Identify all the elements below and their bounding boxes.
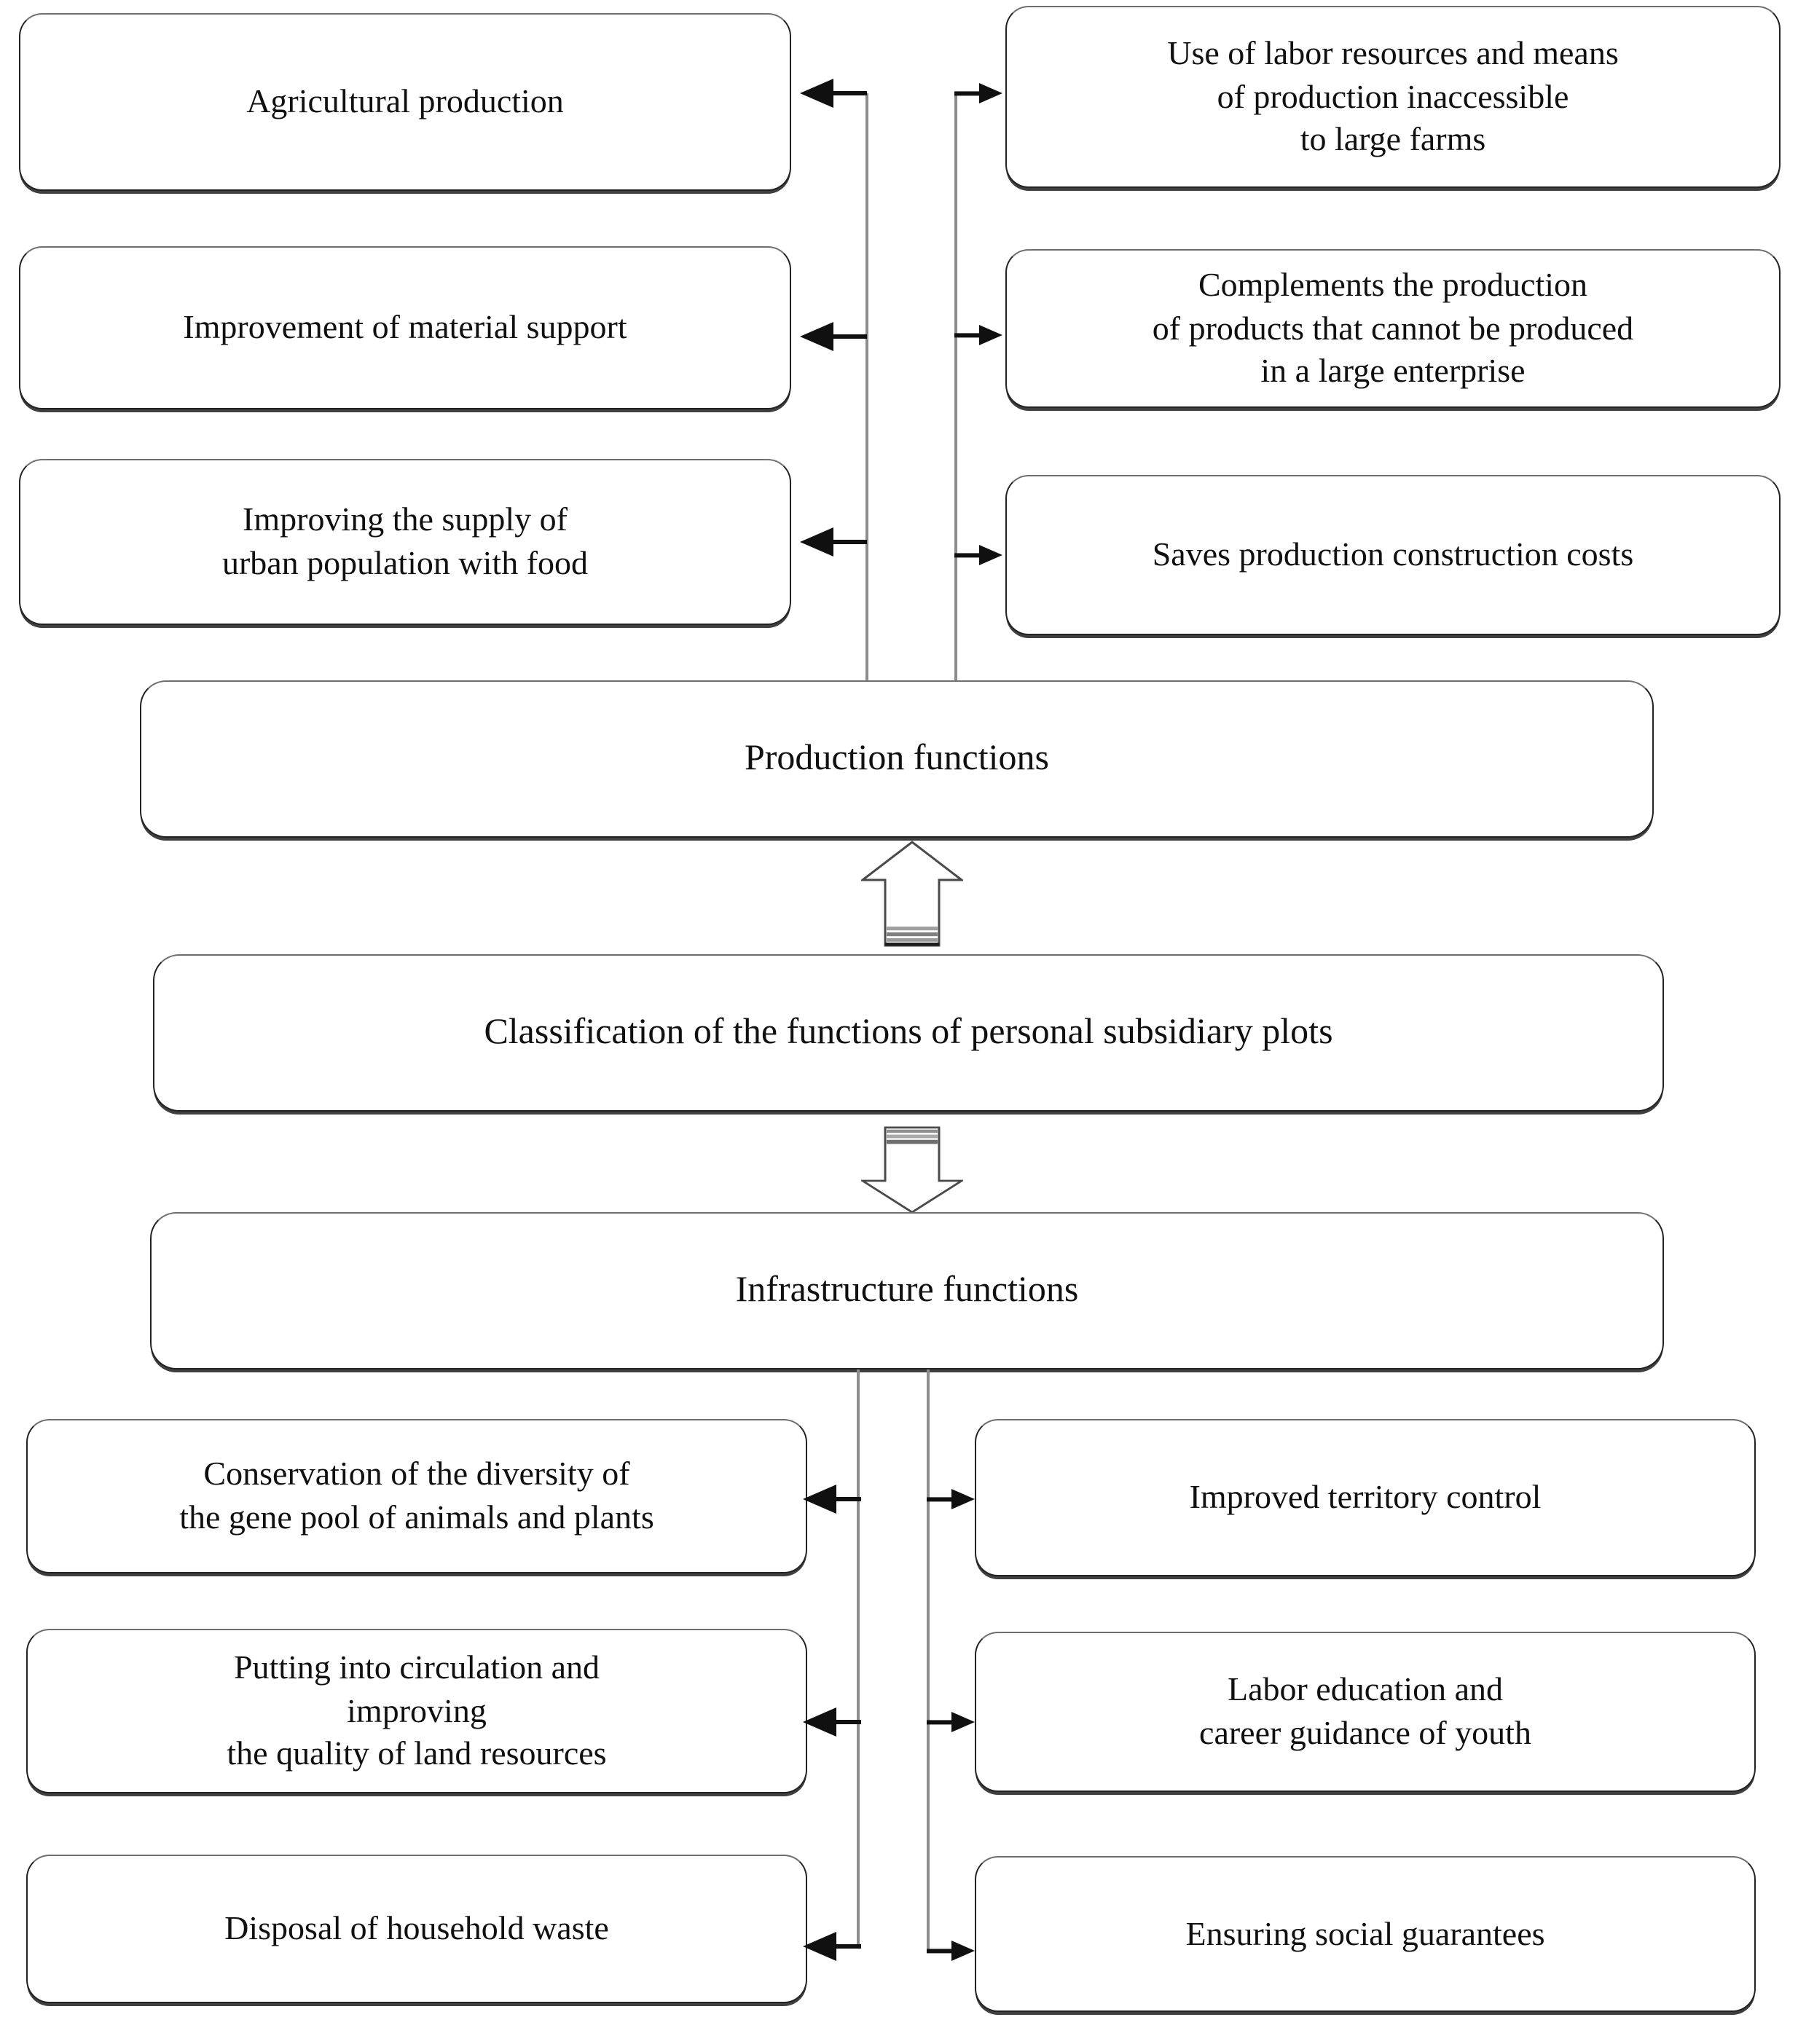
box-use-labor-resources: Use of labor resources and means of prod… (1005, 6, 1781, 188)
box-conservation-gene-pool: Conservation of the diversity of the gen… (26, 1419, 807, 1573)
right-arrowhead-icon (951, 1489, 975, 1509)
box-label: Improvement of material support (183, 309, 627, 346)
left-arrowhead-icon (803, 1707, 836, 1737)
up-block-arrow-icon (861, 841, 963, 947)
connector-arrow-to-saves-costs (954, 543, 1002, 567)
connector-line-top-right (954, 93, 957, 680)
right-arrowhead-icon (979, 545, 1002, 565)
connector-arrow-to-use-labor (954, 82, 1002, 105)
box-label: Ensuring social guarantees (1185, 1915, 1545, 1952)
connector-arrow-to-social-guarantees (927, 1939, 975, 1962)
box-production-functions: Production functions (140, 680, 1654, 838)
connector-arrow-to-circulation (803, 1706, 861, 1738)
arrow-shaft (832, 1497, 861, 1501)
box-putting-into-circulation: Putting into circulation and improving t… (26, 1629, 807, 1793)
arrow-shaft (927, 1497, 954, 1501)
box-label: Improving the supply of urban population… (221, 501, 589, 581)
connector-line-top-left (865, 93, 868, 680)
box-label: Classification of the functions of perso… (484, 1012, 1333, 1052)
box-classification-title: Classification of the functions of perso… (153, 954, 1664, 1112)
box-label: Labor education and career guidance of y… (1199, 1671, 1531, 1751)
box-improvement-material-support: Improvement of material support (19, 246, 791, 409)
arrow-shaft (829, 334, 867, 339)
connector-arrow-to-disposal (803, 1930, 861, 1962)
right-arrowhead-icon (951, 1712, 975, 1732)
arrow-shaft (829, 540, 867, 544)
box-labor-education: Labor education and career guidance of y… (975, 1632, 1756, 1792)
arrow-shaft (954, 553, 982, 557)
arrow-shaft (954, 333, 982, 337)
box-complements-production: Complements the production of products t… (1005, 249, 1781, 408)
box-ensuring-social-guarantees: Ensuring social guarantees (975, 1856, 1756, 2012)
connector-arrow-to-complements (954, 323, 1002, 347)
connector-line-bottom-right (927, 1369, 930, 1952)
connector-arrow-to-urban-food (800, 526, 867, 558)
box-improved-territory-control: Improved territory control (975, 1419, 1756, 1576)
box-improving-supply-urban-food: Improving the supply of urban population… (19, 459, 791, 625)
box-label: Disposal of household waste (224, 1910, 609, 1947)
box-label: Saves production construction costs (1152, 536, 1634, 573)
arrow-shaft (954, 91, 982, 95)
right-arrowhead-icon (979, 83, 1002, 103)
down-block-arrow-icon (861, 1126, 963, 1214)
arrow-shaft (832, 1944, 861, 1949)
connector-line-bottom-left (857, 1369, 860, 1948)
left-arrowhead-icon (800, 322, 833, 351)
connector-arrow-to-labor-education (927, 1710, 975, 1734)
connector-arrow-to-territory-control (927, 1487, 975, 1511)
left-arrowhead-icon (803, 1932, 836, 1961)
box-disposal-household-waste: Disposal of household waste (26, 1855, 807, 2003)
box-label: Infrastructure functions (735, 1270, 1079, 1310)
box-saves-construction-costs: Saves production construction costs (1005, 475, 1781, 635)
arrow-shaft (832, 1720, 861, 1724)
box-label: Agricultural production (246, 83, 564, 120)
left-arrowhead-icon (800, 527, 833, 557)
arrow-shaft (927, 1949, 954, 1953)
box-agricultural-production: Agricultural production (19, 13, 791, 191)
box-infrastructure-functions: Infrastructure functions (150, 1212, 1664, 1369)
box-label: Production functions (744, 738, 1049, 778)
connector-arrow-to-material-support (800, 321, 867, 353)
box-label: Putting into circulation and improving t… (227, 1648, 607, 1772)
box-label: Improved territory control (1189, 1479, 1542, 1516)
left-arrowhead-icon (800, 79, 833, 108)
box-label: Conservation of the diversity of the gen… (179, 1455, 654, 1536)
right-arrowhead-icon (979, 325, 1002, 345)
left-arrowhead-icon (803, 1485, 836, 1514)
connector-arrow-to-gene-pool (803, 1483, 861, 1515)
connector-arrow-to-agricultural-production (800, 77, 867, 109)
box-label: Use of labor resources and means of prod… (1167, 34, 1619, 158)
box-label: Complements the production of products t… (1152, 266, 1634, 390)
arrow-shaft (829, 91, 867, 95)
right-arrowhead-icon (951, 1941, 975, 1961)
arrow-shaft (927, 1720, 954, 1724)
